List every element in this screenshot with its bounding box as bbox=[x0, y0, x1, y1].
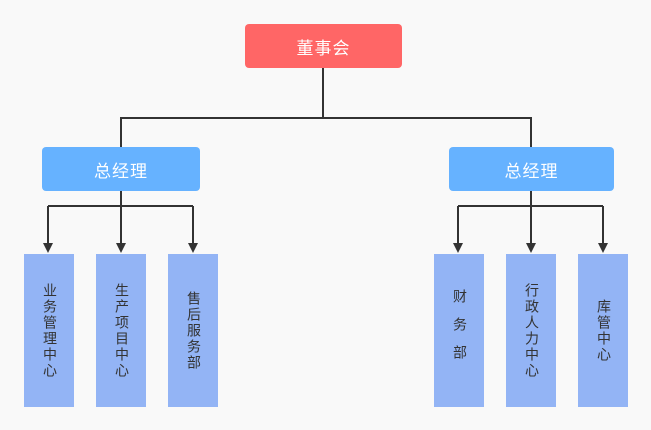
dept-production-projects-label: 生产项目中心 bbox=[113, 282, 129, 379]
right-general-manager-node: 总经理 bbox=[449, 147, 614, 191]
dept-admin-hr: 行政人力中心 bbox=[506, 254, 556, 407]
board-label: 董事会 bbox=[296, 38, 351, 59]
dept-business-management-label: 业务管理中心 bbox=[41, 282, 57, 379]
left-general-manager-node: 总经理 bbox=[42, 147, 200, 191]
left-general-manager-label: 总经理 bbox=[94, 161, 148, 182]
dept-business-management: 业务管理中心 bbox=[24, 254, 74, 407]
dept-after-sales-label: 售后服务部 bbox=[185, 290, 201, 371]
dept-warehouse: 库管中心 bbox=[578, 254, 628, 407]
board-node: 董事会 bbox=[245, 24, 402, 68]
dept-admin-hr-label: 行政人力中心 bbox=[523, 282, 539, 379]
dept-warehouse-label: 库管中心 bbox=[595, 298, 611, 363]
right-general-manager-label: 总经理 bbox=[504, 161, 559, 182]
dept-production-projects: 生产项目中心 bbox=[96, 254, 146, 407]
dept-finance: 财务部 bbox=[434, 254, 484, 407]
dept-after-sales: 售后服务部 bbox=[168, 254, 218, 407]
connector-root-to-left-manager bbox=[120, 68, 324, 147]
dept-finance-label: 财务部 bbox=[451, 288, 467, 373]
connector-right-manager-bus bbox=[458, 191, 603, 207]
connector-root-to-right-manager bbox=[323, 117, 532, 147]
connector-left-manager-bus bbox=[48, 191, 193, 207]
